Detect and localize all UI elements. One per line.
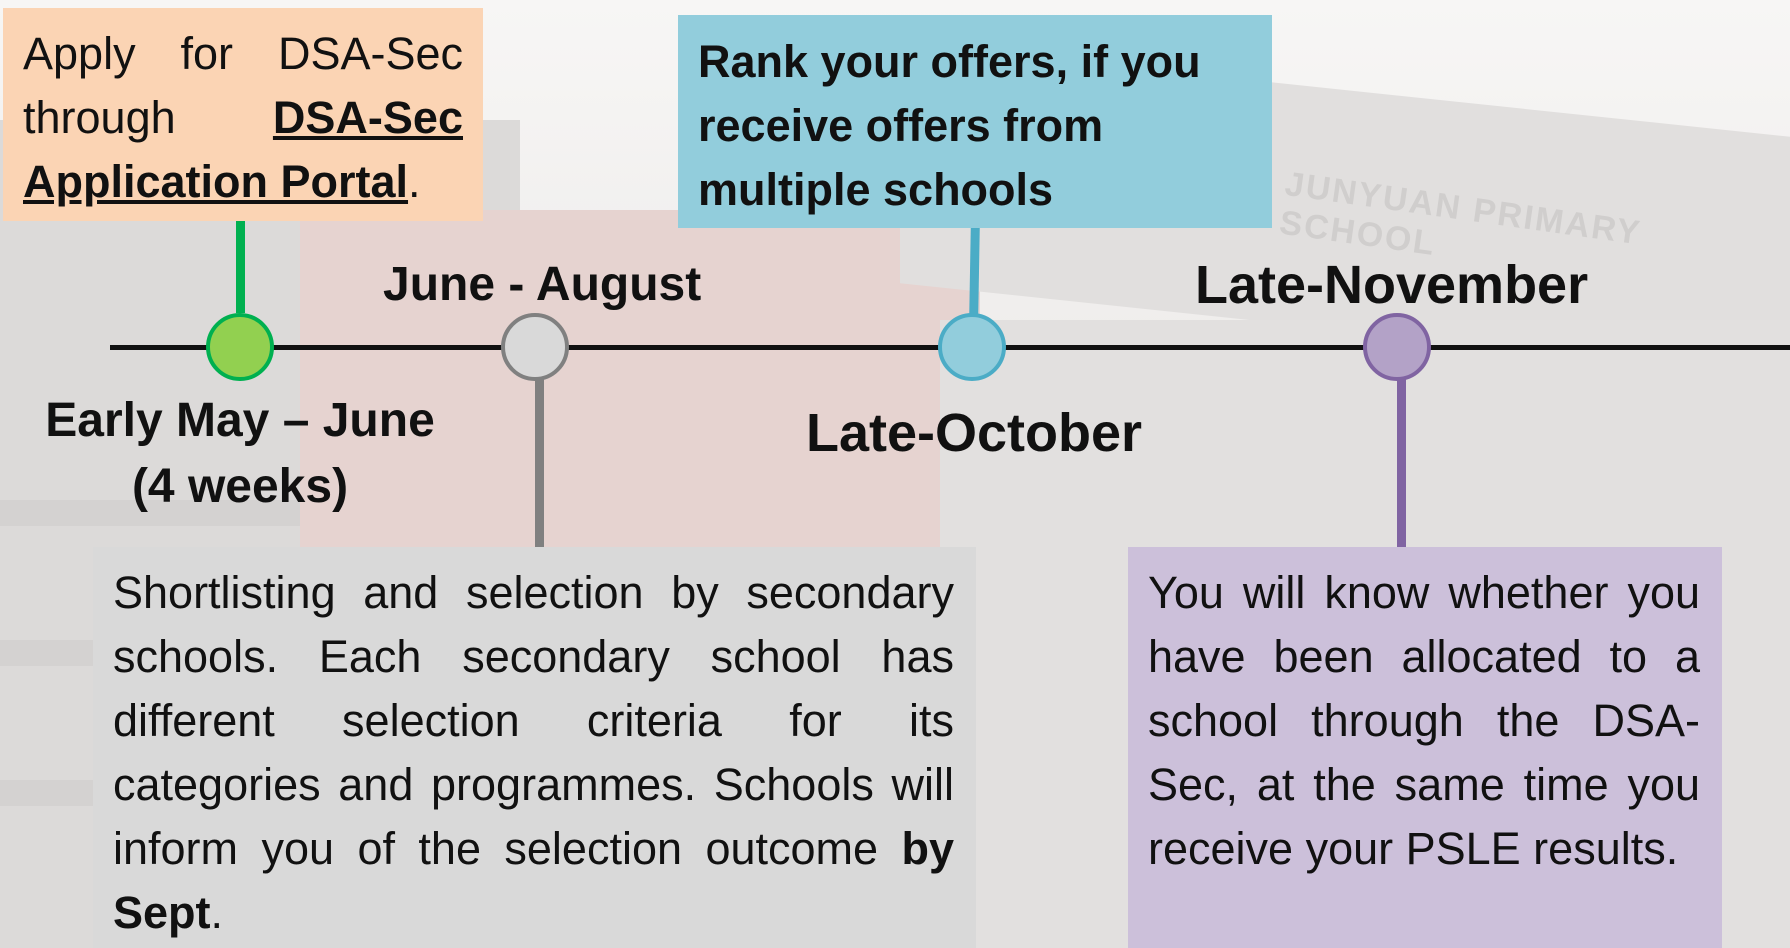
date-stage-1: Early May – June (4 weeks) (0, 388, 480, 520)
shortlisting-text-suffix: . (210, 887, 224, 938)
apply-text-suffix: . (408, 156, 421, 207)
allocation-text: You will know whether you have been allo… (1148, 567, 1700, 874)
date-stage-3: Late-October (806, 403, 1143, 463)
building-stripe (0, 500, 300, 526)
shortlisting-text-body: Shortlisting and selection by secondary … (113, 567, 954, 874)
date-stage-1-line-1: Early May – June (45, 394, 435, 447)
date-stage-4: Late-November (1195, 255, 1589, 315)
apply-text-prefix: Apply for DSA-Sec through (23, 28, 463, 143)
apply-box: Apply for DSA-Sec through DSA-Sec Applic… (3, 8, 483, 221)
node-stage-3 (938, 313, 1006, 381)
stem-stage-4 (1397, 379, 1406, 549)
node-stage-2 (501, 313, 569, 381)
apply-text: Apply for DSA-Sec through DSA-Sec Applic… (23, 22, 463, 214)
node-stage-1 (206, 313, 274, 381)
rank-offers-box: Rank your offers, if you receive offers … (678, 15, 1272, 228)
stem-stage-2 (535, 379, 544, 549)
stem-stage-3 (969, 228, 980, 315)
shortlisting-text: Shortlisting and selection by secondary … (113, 561, 954, 945)
node-stage-4 (1363, 313, 1431, 381)
dsa-sec-portal-link[interactable]: DSA-Sec Application Portal (23, 92, 463, 207)
shortlisting-deadline: by Sept (113, 823, 954, 938)
date-stage-2: June - August (383, 258, 702, 311)
stem-stage-1 (236, 221, 245, 313)
allocation-box: You will know whether you have been allo… (1128, 547, 1722, 948)
date-stage-1-line-2: (4 weeks) (131, 460, 349, 513)
rank-offers-text: Rank your offers, if you receive offers … (698, 36, 1201, 215)
shortlisting-box: Shortlisting and selection by secondary … (93, 547, 976, 948)
